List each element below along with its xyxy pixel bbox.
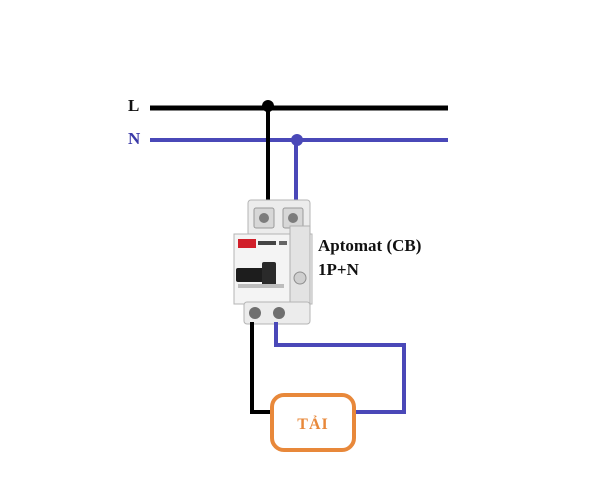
- circuit-breaker: [233, 199, 313, 325]
- breaker-title: Aptomat (CB): [318, 236, 421, 255]
- load-box: [270, 393, 356, 452]
- live-line-label: L: [128, 96, 139, 115]
- breaker-subtitle: 1P+N: [318, 260, 360, 279]
- load-label: TẢI: [297, 414, 328, 433]
- load-live-wire: [250, 322, 278, 414]
- neutral-junction-dot: [291, 134, 303, 146]
- live-junction-dot: [262, 100, 274, 112]
- neutral-line-label: N: [128, 129, 141, 148]
- load-neutral-wire: [274, 322, 406, 414]
